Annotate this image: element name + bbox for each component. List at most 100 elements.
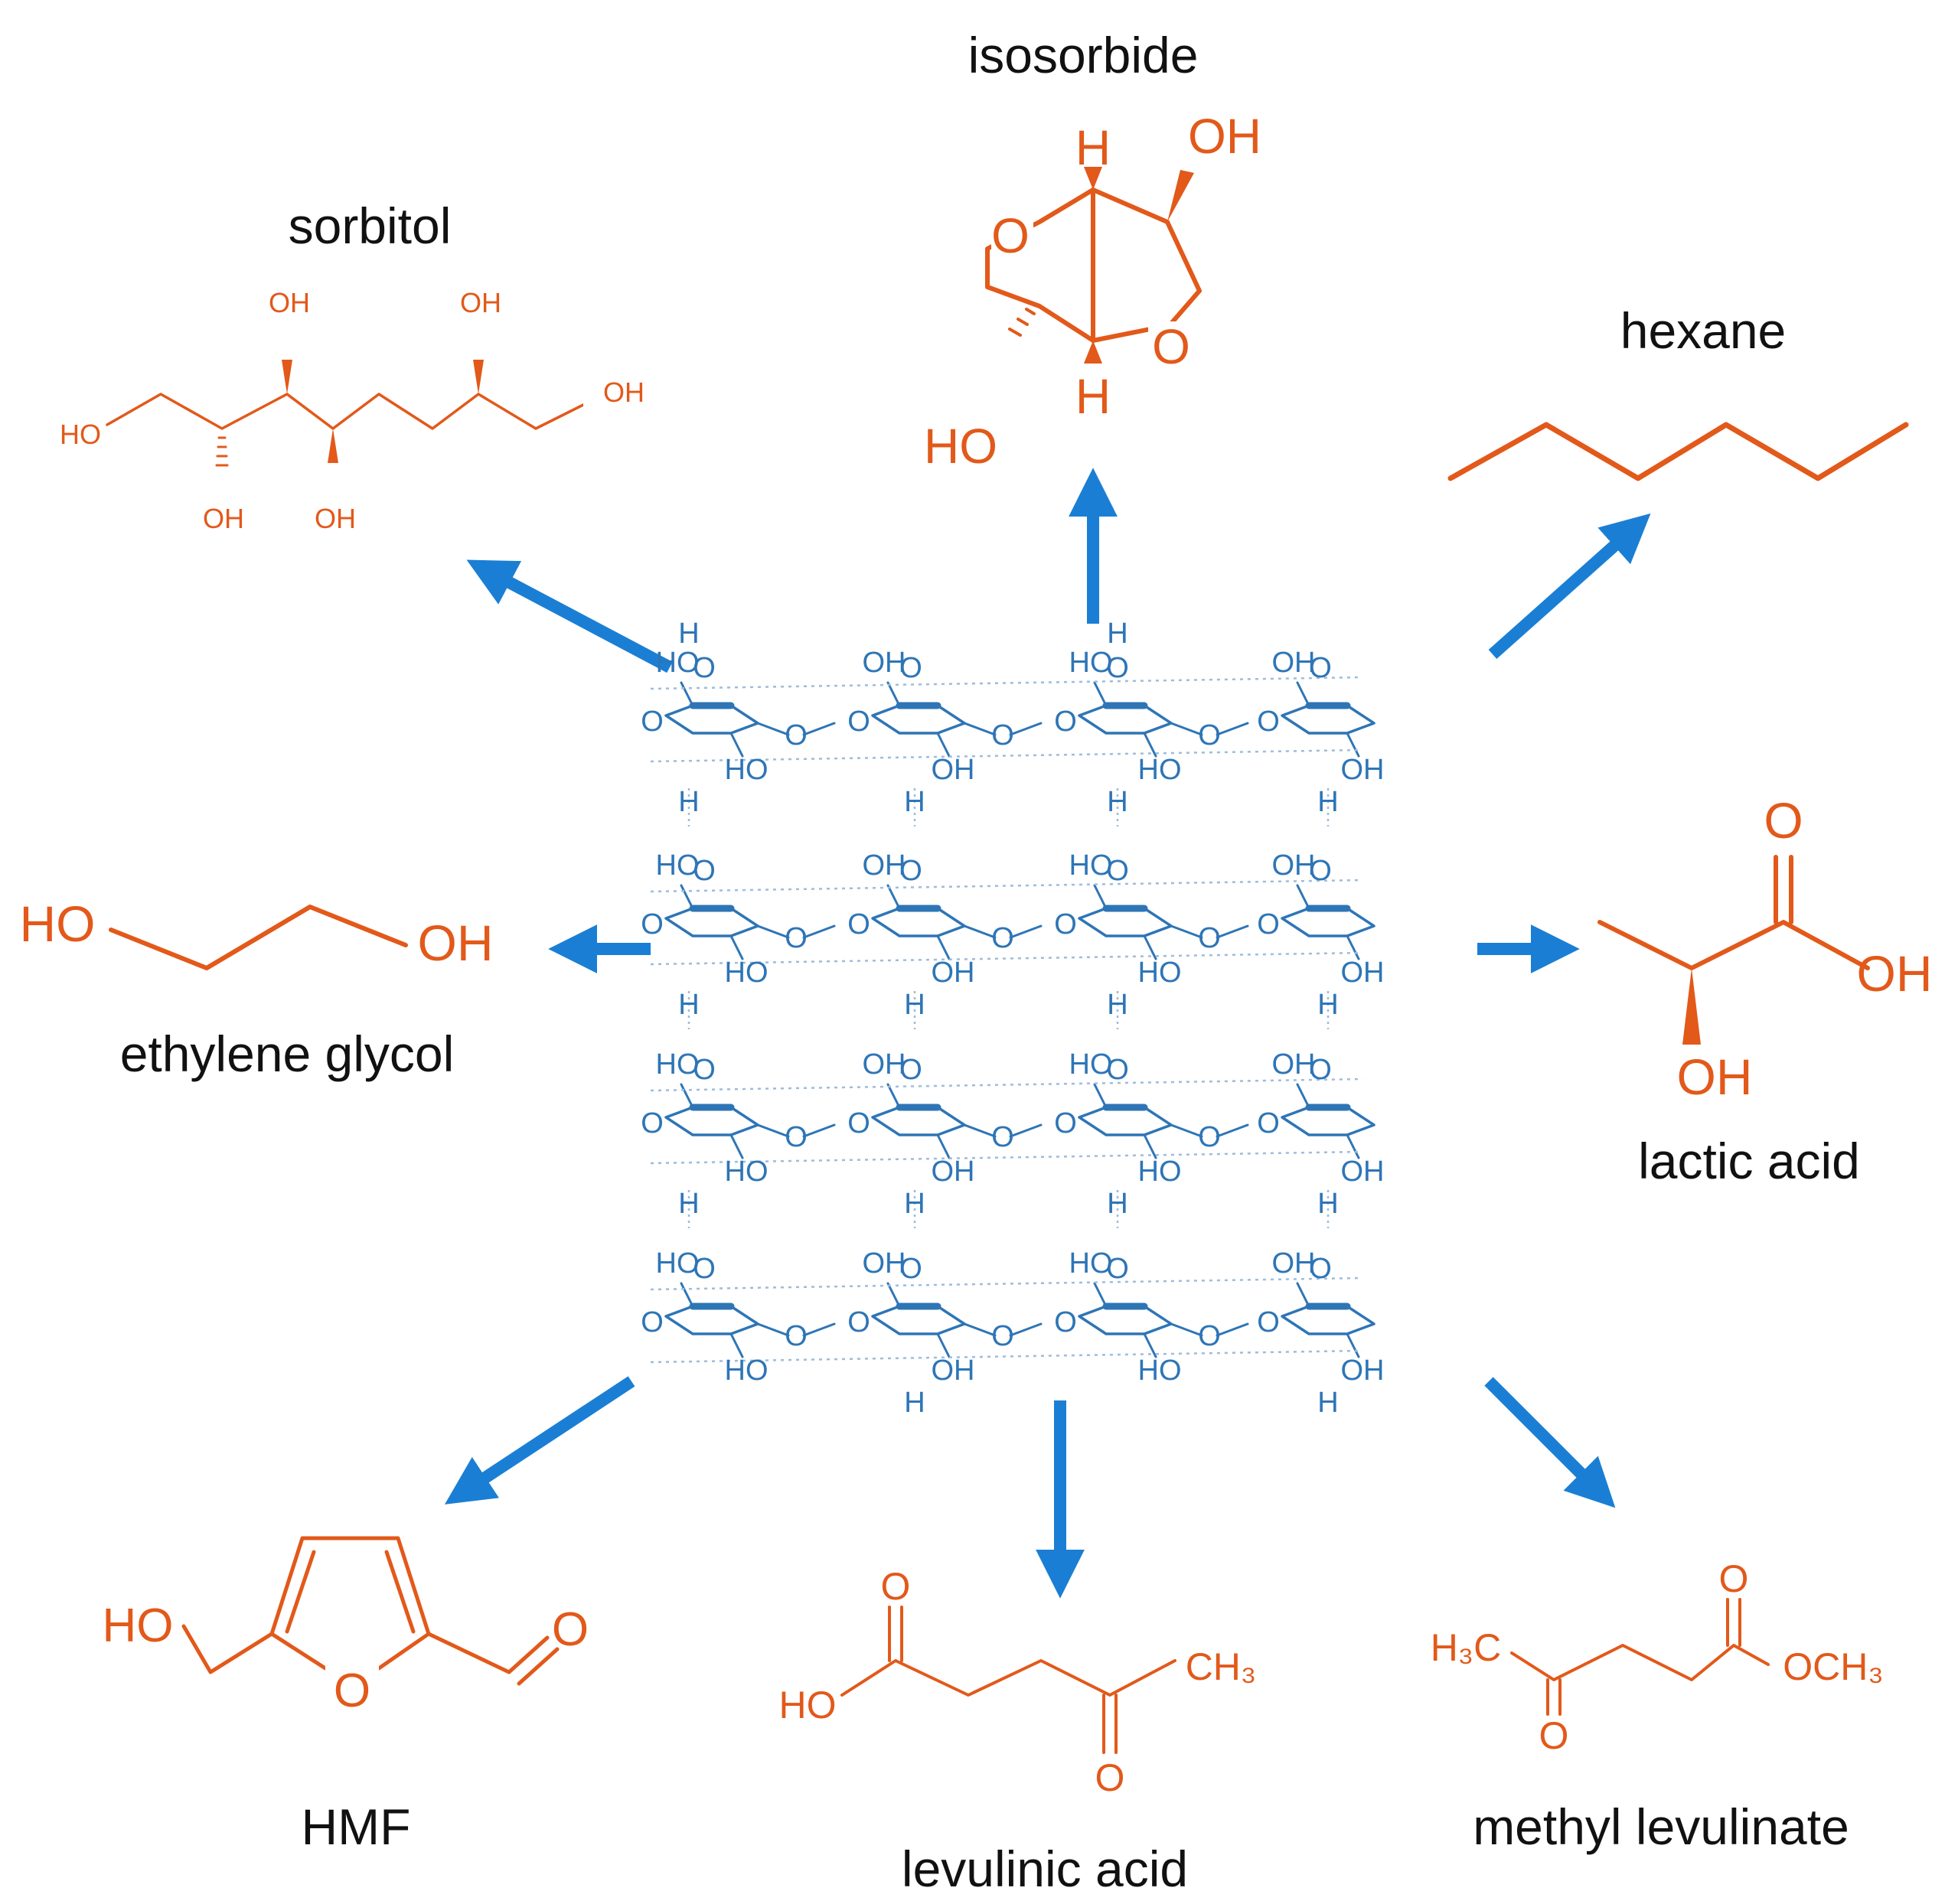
ring-oxygen: O: [1106, 1054, 1129, 1086]
ring-oxygen: O: [693, 1054, 716, 1086]
ring-oxygen: O: [1257, 1107, 1280, 1139]
hydroxyl-label: OH: [1272, 1048, 1316, 1081]
ring-oxygen: O: [1106, 1253, 1129, 1285]
hydroxyl-label: OH: [1272, 647, 1316, 679]
glycosidic-oxygen: O: [785, 1320, 808, 1352]
interchain-hydrogen: H: [1317, 786, 1338, 818]
atom-O: O: [991, 208, 1030, 263]
hydroxyl-label: HO: [725, 1156, 769, 1188]
atom-O: O: [334, 1664, 370, 1717]
glycosidic-oxygen: O: [1198, 1320, 1221, 1352]
atom-OH: OH: [460, 287, 501, 318]
glucose-ring: [1078, 704, 1173, 735]
atom-O: O: [1719, 1557, 1749, 1600]
ring-oxygen: O: [1054, 706, 1077, 738]
hydroxyl-label: HO: [1069, 849, 1113, 882]
glucose-ring: [871, 704, 966, 735]
glycosidic-oxygen: O: [991, 1320, 1014, 1352]
glucose-ring: [1078, 1305, 1173, 1335]
label-lactic-acid: lactic acid: [1638, 1133, 1860, 1189]
atom-O: O: [1764, 792, 1803, 849]
hydroxyl-label: OH: [1341, 754, 1385, 786]
atom-HO: HO: [20, 895, 96, 952]
hydroxyl-label: OH: [863, 1048, 906, 1081]
ring-oxygen: O: [847, 1107, 870, 1139]
atom-HO: HO: [924, 419, 997, 474]
ring-oxygen: O: [641, 908, 664, 941]
atom-OH: OH: [203, 503, 244, 534]
glucose-ring: [1078, 1106, 1173, 1136]
ring-oxygen: O: [1309, 652, 1332, 684]
atom-OH: OH: [269, 287, 310, 318]
interchain-hydrogen: H: [678, 618, 699, 650]
interchain-hydrogen: H: [1107, 786, 1127, 818]
label-isosorbide: isosorbide: [968, 27, 1199, 83]
glycosidic-oxygen: O: [991, 719, 1014, 751]
arrow-to-hmf: [444, 1376, 635, 1505]
atom-OH: OH: [1677, 1048, 1753, 1105]
ethylene-glycol-structure: HO OH: [20, 895, 494, 971]
hydroxyl-label: OH: [1341, 1355, 1385, 1387]
glycosidic-oxygen: O: [991, 1121, 1014, 1153]
atom-OH: OH: [315, 503, 356, 534]
arrow-to-hexane: [1488, 513, 1651, 659]
hydroxyl-label: OH: [1272, 849, 1316, 882]
ring-oxygen: O: [847, 1306, 870, 1338]
glucose-ring: [1281, 1106, 1375, 1136]
hexane-structure: [1447, 422, 1909, 481]
interchain-hydrogen: H: [1317, 989, 1338, 1021]
hydroxyl-label: HO: [656, 1247, 700, 1280]
label-levulinic-acid: levulinic acid: [902, 1840, 1188, 1897]
hydroxyl-label: OH: [863, 1247, 906, 1280]
atom-HO: HO: [779, 1684, 837, 1726]
ring-oxygen: O: [1309, 855, 1332, 887]
glucose-ring: [664, 907, 759, 937]
hydroxyl-label: HO: [656, 647, 700, 679]
glucose-ring: [664, 1305, 759, 1335]
ring-oxygen: O: [693, 855, 716, 887]
levulinic-acid-structure: O HO O CH₃: [779, 1565, 1257, 1799]
glycosidic-oxygen: O: [785, 719, 808, 751]
sorbitol-structure: HO OH OH OH OH OH: [60, 287, 658, 534]
label-ethylene-glycol: ethylene glycol: [120, 1025, 455, 1082]
isosorbide-structure: O O H H OH HO: [924, 109, 1261, 474]
glycosidic-oxygen: O: [785, 922, 808, 954]
hydroxyl-label: OH: [1272, 1247, 1316, 1280]
methyl-levulinate-structure: H₃C O O OCH₃: [1431, 1557, 1884, 1757]
ring-oxygen: O: [693, 652, 716, 684]
hydroxyl-label: OH: [932, 754, 975, 786]
hydroxyl-label: OH: [932, 1156, 975, 1188]
hydroxyl-label: HO: [656, 849, 700, 882]
hydroxyl-label: OH: [863, 647, 906, 679]
ring-oxygen: O: [899, 855, 922, 887]
glycosidic-oxygen: O: [1198, 922, 1221, 954]
atom-H: H: [1075, 369, 1111, 424]
atom-O: O: [1095, 1756, 1125, 1799]
glucose-ring: [1078, 907, 1173, 937]
ring-oxygen: O: [847, 908, 870, 941]
hydroxyl-label: HO: [725, 957, 769, 989]
atom-HO: HO: [60, 419, 101, 450]
hydroxyl-label: OH: [863, 849, 906, 882]
cellulose-chain: [650, 879, 1375, 1029]
ring-oxygen: O: [641, 706, 664, 738]
ring-oxygen: O: [899, 1253, 922, 1285]
ring-oxygen: O: [641, 1107, 664, 1139]
interchain-hydrogen: H: [678, 1188, 699, 1220]
ring-oxygen: O: [1257, 908, 1280, 941]
ring-oxygen: O: [1106, 855, 1129, 887]
hydroxyl-label: HO: [725, 1355, 769, 1387]
glycosidic-oxygen: O: [785, 1121, 808, 1153]
hydroxyl-label: HO: [656, 1048, 700, 1081]
atom-O: O: [1152, 319, 1190, 374]
glucose-ring: [1281, 704, 1375, 735]
glucose-ring: [871, 1106, 966, 1136]
hydroxyl-label: HO: [1138, 957, 1182, 989]
hydroxyl-label: HO: [1069, 647, 1113, 679]
interchain-hydrogen: H: [904, 786, 925, 818]
ring-oxygen: O: [1054, 908, 1077, 941]
atom-H: H: [1075, 120, 1111, 175]
hydroxyl-label: OH: [932, 1355, 975, 1387]
hydroxyl-label: HO: [1069, 1048, 1113, 1081]
